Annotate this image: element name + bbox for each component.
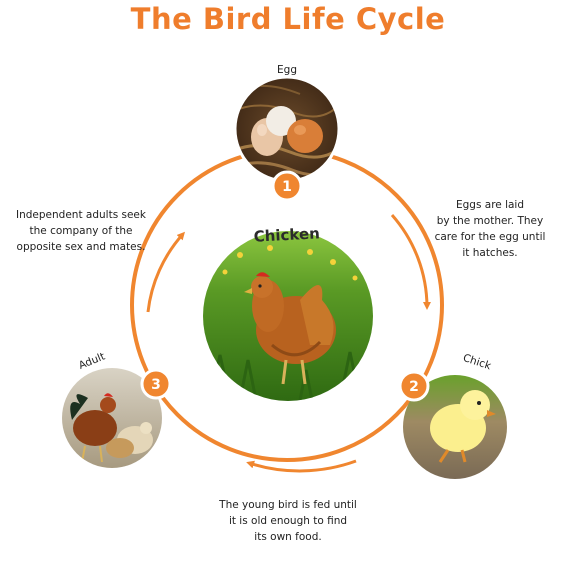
chick-desc-line: The young bird is fed until — [219, 499, 357, 511]
page-title: The Bird Life Cycle — [130, 2, 446, 36]
arrow-chick-to-adult — [246, 459, 357, 473]
stage-label-egg: Egg — [277, 64, 297, 76]
egg-desc-line: care for the egg until — [434, 231, 546, 243]
chicken-image — [203, 231, 373, 401]
chick-image — [403, 375, 507, 479]
badge-stage-2: 2 — [398, 370, 430, 402]
arrow-egg-to-chick — [390, 214, 431, 310]
badge-number-2: 2 — [409, 379, 419, 395]
adult-desc-line: opposite sex and mates. — [16, 241, 146, 253]
badge-stage-3: 3 — [140, 368, 172, 400]
stage-description-egg: Eggs are laid by the mother. They care f… — [420, 197, 560, 261]
stage-description-adult: Independent adults seek the company of t… — [6, 207, 156, 255]
badge-number-1: 1 — [282, 179, 292, 195]
stage-label-adult: Adult — [77, 351, 107, 372]
adult-desc-line: Independent adults seek — [16, 209, 146, 221]
badge-stage-1: 1 — [271, 170, 303, 202]
egg-image — [233, 75, 341, 183]
chick-desc-line: its own food. — [254, 531, 322, 543]
stage-description-chick: The young bird is fed until it is old en… — [200, 497, 376, 545]
arrow-adult-to-egg — [146, 231, 186, 313]
adult-desc-line: the company of the — [29, 225, 133, 237]
badge-number-3: 3 — [151, 377, 161, 393]
stage-label-chick: Chick — [461, 352, 493, 373]
adult-image — [62, 368, 162, 468]
egg-desc-line: by the mother. They — [436, 215, 544, 227]
chick-desc-line: it is old enough to find — [228, 515, 348, 527]
egg-desc-line: Eggs are laid — [455, 199, 525, 211]
egg-desc-line: it hatches. — [462, 247, 518, 259]
center-label: Chicken — [253, 224, 320, 245]
